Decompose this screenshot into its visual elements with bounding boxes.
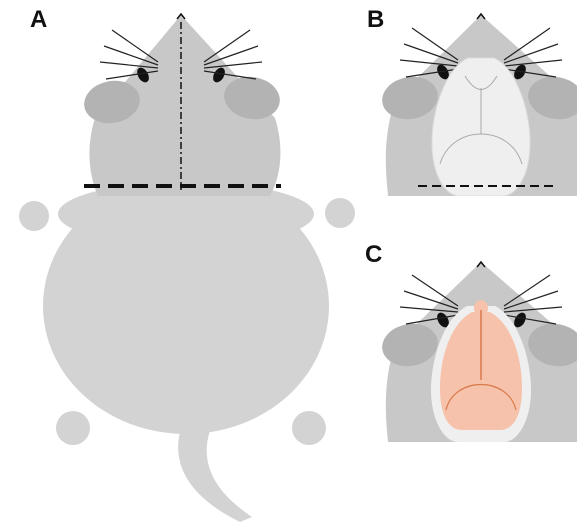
panel-c	[379, 262, 577, 442]
fore-paw-right	[325, 198, 355, 228]
hind-paw-right	[292, 411, 326, 445]
tail	[178, 425, 252, 522]
panel-a	[19, 14, 355, 522]
hind-paw-left	[56, 411, 90, 445]
fore-paw-left	[19, 201, 49, 231]
panel-b	[379, 14, 577, 196]
